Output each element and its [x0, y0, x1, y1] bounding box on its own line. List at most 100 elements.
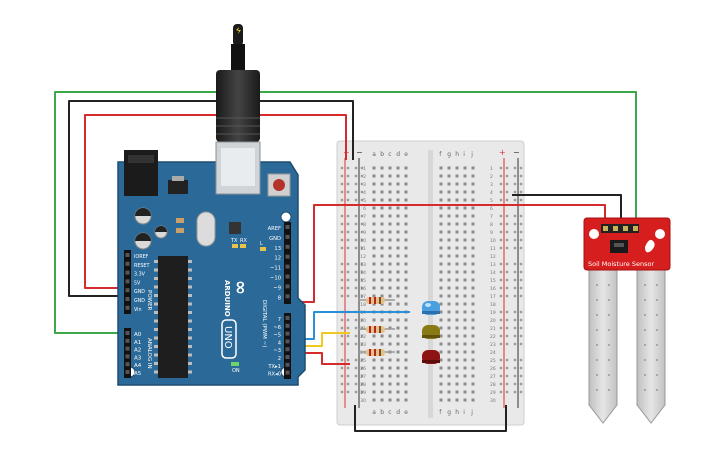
row-label: 12 [360, 254, 366, 260]
column-label: f [439, 151, 442, 158]
row-label: 9 [490, 230, 493, 236]
row-label: 24 [490, 350, 496, 356]
row-label: 1 [490, 166, 493, 172]
row-label: 24 [360, 350, 366, 356]
rail-minus-left: − [356, 148, 363, 157]
wire-red-5v-rail[interactable] [84, 114, 347, 289]
row-label: 2 [490, 174, 493, 180]
row-label: 25 [490, 358, 496, 364]
wire-black-gnd-rail[interactable] [68, 100, 354, 297]
pin-label: RESET [134, 263, 149, 269]
row-label: 16 [360, 286, 366, 292]
row-label: 17 [360, 294, 366, 300]
led-blue[interactable] [422, 301, 440, 315]
column-label: c [388, 409, 391, 416]
analog-title: ANALOG IN [146, 338, 152, 369]
row-label: 19 [490, 310, 496, 316]
header-digital-top [284, 222, 291, 304]
row-label: 15 [490, 278, 496, 284]
brand-text: ARDUINO [223, 280, 231, 317]
sensor-probe-left [588, 267, 618, 424]
column-label: d [396, 151, 400, 158]
pin-label: A1 [134, 340, 141, 346]
pin-label: A0 [134, 332, 142, 338]
soil-moisture-sensor[interactable]: Soil Moisture Sensor [583, 217, 671, 424]
digital-title: DIGITAL (PWM ~) [261, 300, 267, 347]
pin-label: ~6 [273, 325, 281, 331]
row-label: 13 [360, 262, 366, 268]
resistor-2[interactable] [358, 326, 395, 333]
wire-black-rail-bridge[interactable] [354, 405, 507, 432]
l-label: L [260, 241, 263, 247]
pin-label: ~3 [273, 348, 281, 354]
pin-label: ~11 [270, 266, 281, 272]
pin-label: ~9 [273, 285, 281, 291]
sensor-probe-right [636, 267, 666, 424]
sensor-label: Soil Moisture Sensor [588, 260, 654, 268]
usb-cable [216, 24, 260, 142]
row-label: 27 [360, 374, 366, 380]
wire-red-pin8-sensor[interactable] [291, 204, 606, 303]
column-label: h [455, 151, 459, 158]
model-text: UNO [222, 326, 233, 349]
pin-label: 7 [278, 317, 281, 323]
header-digital-bottom [284, 313, 291, 379]
row-label: 27 [490, 374, 496, 380]
pin-label: ~10 [270, 276, 281, 282]
row-label: 6 [490, 206, 493, 212]
led-yellow[interactable] [422, 325, 440, 339]
probe-dots [596, 284, 658, 391]
row-label: 14 [360, 270, 366, 276]
row-label: 14 [490, 270, 496, 276]
column-label: h [455, 409, 459, 416]
resistor-1[interactable] [358, 297, 395, 304]
row-label: 16 [490, 286, 496, 292]
resistors [358, 297, 395, 356]
row-label: 18 [490, 302, 496, 308]
pin-label: IOREF [134, 254, 149, 260]
wire-black-rail-sensor[interactable] [512, 194, 622, 228]
pin-label: GND [269, 236, 281, 242]
column-label: a [372, 409, 376, 416]
pin-label: 8 [278, 295, 281, 301]
row-label: 7 [490, 214, 493, 220]
row-label: 4 [363, 190, 366, 196]
header-pins [125, 225, 290, 375]
column-label: a [372, 151, 376, 158]
pin-label: A3 [134, 355, 142, 361]
wire-yellow-led[interactable] [291, 332, 350, 347]
resistor-3[interactable] [358, 349, 395, 356]
column-label: i [463, 409, 465, 416]
model-badge: UNO [221, 319, 237, 359]
row-label: 28 [490, 382, 496, 388]
pin-label: 2 [278, 356, 281, 362]
pin-label: RX◂0 [268, 372, 281, 378]
column-label: g [447, 409, 451, 416]
rail-plus-right: + [499, 148, 506, 157]
column-label: e [404, 151, 408, 158]
column-label: b [380, 409, 384, 416]
row-label: 21 [490, 326, 496, 332]
row-label: 8 [490, 222, 493, 228]
arduino-uno-board[interactable]: TX RX L ∞ ARDUINO UNO ON IOREFRESET3.3V5… [117, 24, 306, 386]
column-label: j [470, 409, 473, 416]
row-label: 10 [490, 238, 496, 244]
wire-green-a0-sensor[interactable] [54, 91, 637, 334]
row-label: 1 [363, 166, 366, 172]
column-label: g [447, 151, 451, 158]
row-label: 5 [490, 198, 493, 204]
row-label: 23 [360, 342, 366, 348]
wire-red-led[interactable] [291, 352, 350, 365]
row-label: 30 [490, 398, 496, 404]
row-label: 22 [360, 334, 366, 340]
row-label: 28 [360, 382, 366, 388]
pin-label: 3.3V [134, 272, 146, 278]
led-red[interactable] [422, 350, 440, 364]
row-label: 8 [363, 222, 366, 228]
pin-label: 13 [274, 246, 281, 252]
arduino-logo: ∞ ARDUINO [223, 280, 251, 317]
rail-minus-right: − [513, 148, 520, 157]
